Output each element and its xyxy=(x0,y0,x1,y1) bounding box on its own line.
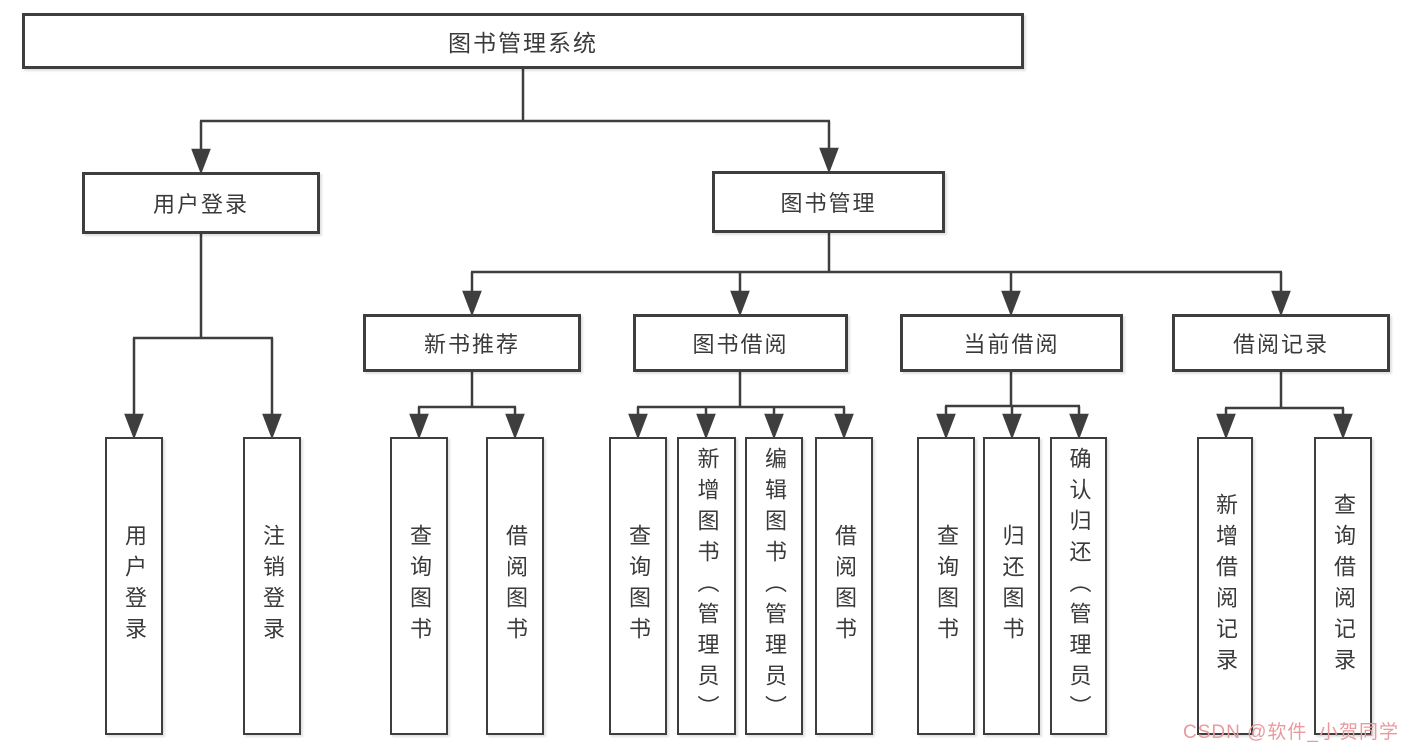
leaf-borrow-book-recommend: 借阅图书 xyxy=(486,437,544,735)
connector-login-group xyxy=(124,234,282,440)
node-book-management: 图书管理 xyxy=(712,171,945,233)
node-current-borrow: 当前借阅 xyxy=(900,314,1123,372)
leaf-borrow-book: 借阅图书 xyxy=(815,437,873,735)
csdn-watermark: CSDN @软件_小贺同学 xyxy=(1183,722,1399,743)
node-book-borrow: 图书借阅 xyxy=(633,314,848,372)
leaf-user-login: 用户登录 xyxy=(105,437,163,735)
connector-records-group xyxy=(1216,372,1353,440)
node-borrow-records: 借阅记录 xyxy=(1172,314,1390,372)
connector-borrow-group xyxy=(628,372,854,440)
leaf-query-book-borrow: 查询图书 xyxy=(609,437,667,735)
leaf-confirm-return-admin: 确认归还（管理员） xyxy=(1050,437,1107,735)
node-user-login: 用户登录 xyxy=(82,172,320,234)
leaf-add-borrow-record: 新增借阅记录 xyxy=(1197,437,1253,735)
node-library-management-system: 图书管理系统 xyxy=(22,13,1024,69)
connector-management-to-level3 xyxy=(462,233,1291,317)
leaf-query-book-recommend: 查询图书 xyxy=(390,437,448,735)
leaf-add-book-admin: 新增图书（管理员） xyxy=(677,437,736,735)
connector-recommend-group xyxy=(409,372,525,440)
leaf-edit-book-admin: 编辑图书（管理员） xyxy=(745,437,803,735)
leaf-query-book-current: 查询图书 xyxy=(917,437,975,735)
node-new-book-recommend: 新书推荐 xyxy=(363,314,581,372)
connector-root-to-level2 xyxy=(191,69,839,175)
leaf-logout: 注销登录 xyxy=(243,437,301,735)
leaf-return-book: 归还图书 xyxy=(983,437,1040,735)
connector-current-group xyxy=(936,372,1089,440)
leaf-query-borrow-record: 查询借阅记录 xyxy=(1314,437,1372,735)
